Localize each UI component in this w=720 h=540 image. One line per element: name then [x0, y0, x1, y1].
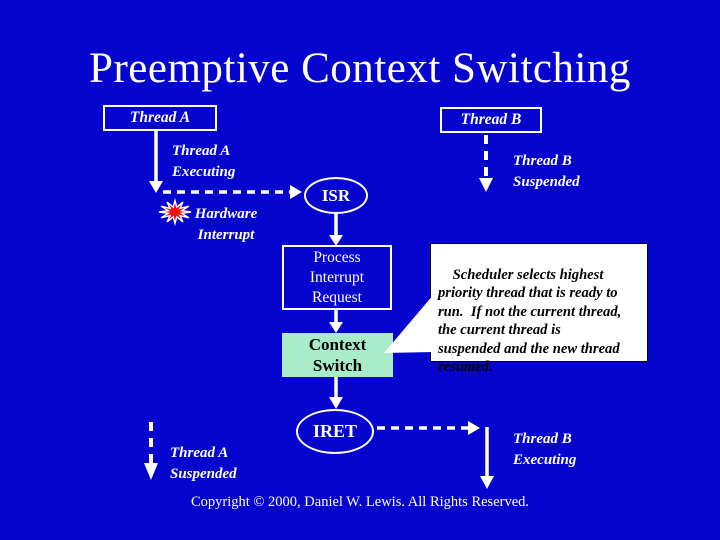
thread-b-box: Thread B — [440, 107, 542, 133]
thread-b-box-label: Thread B — [460, 111, 522, 128]
slide-title: Preemptive Context Switching — [89, 45, 631, 92]
context-switch-label: Context Switch — [308, 335, 367, 375]
process-interrupt-request-label: Process Interrupt Request — [309, 248, 365, 306]
iret-label: IRET — [312, 421, 357, 441]
thread-b-resume-arrow — [480, 427, 494, 489]
process-interrupt-request-box: Process Interrupt Request — [282, 245, 392, 310]
scheduler-callout-text: Scheduler selects highest priority threa… — [438, 266, 622, 376]
isr-node: ISR — [304, 177, 368, 214]
copyright-text: Copyright © 2000, Daniel W. Lewis. All R… — [190, 494, 530, 510]
thread-a-executing-arrow — [149, 131, 163, 193]
thread-a-suspended-label: Thread A Suspended — [170, 445, 237, 482]
scheduler-callout: Scheduler selects highest priority threa… — [430, 243, 648, 375]
isr-entry-dashed-arrow — [163, 185, 302, 199]
isr-label: ISR — [321, 185, 351, 205]
context-to-iret-arrow — [329, 377, 343, 409]
thread-b-suspend-dashed-arrow — [479, 135, 493, 192]
thread-b-executing-label: Thread B Executing — [513, 431, 577, 468]
thread-b-suspended-label: Thread B Suspended — [513, 153, 580, 190]
hardware-interrupt-burst-icon — [158, 197, 192, 227]
thread-a-box-label: Thread A — [129, 109, 191, 126]
process-to-context-arrow — [329, 310, 343, 333]
hardware-interrupt-label: Hardware Interrupt — [194, 206, 258, 243]
iret-return-dashed-arrow — [377, 421, 480, 435]
isr-to-process-arrow — [329, 214, 343, 246]
thread-a-executing-label: Thread A Executing — [172, 143, 236, 180]
iret-node: IRET — [296, 409, 374, 454]
thread-a-box: Thread A — [103, 105, 217, 131]
thread-a-suspended-dashed-arrow — [144, 422, 158, 480]
context-switch-box: Context Switch — [282, 333, 393, 377]
